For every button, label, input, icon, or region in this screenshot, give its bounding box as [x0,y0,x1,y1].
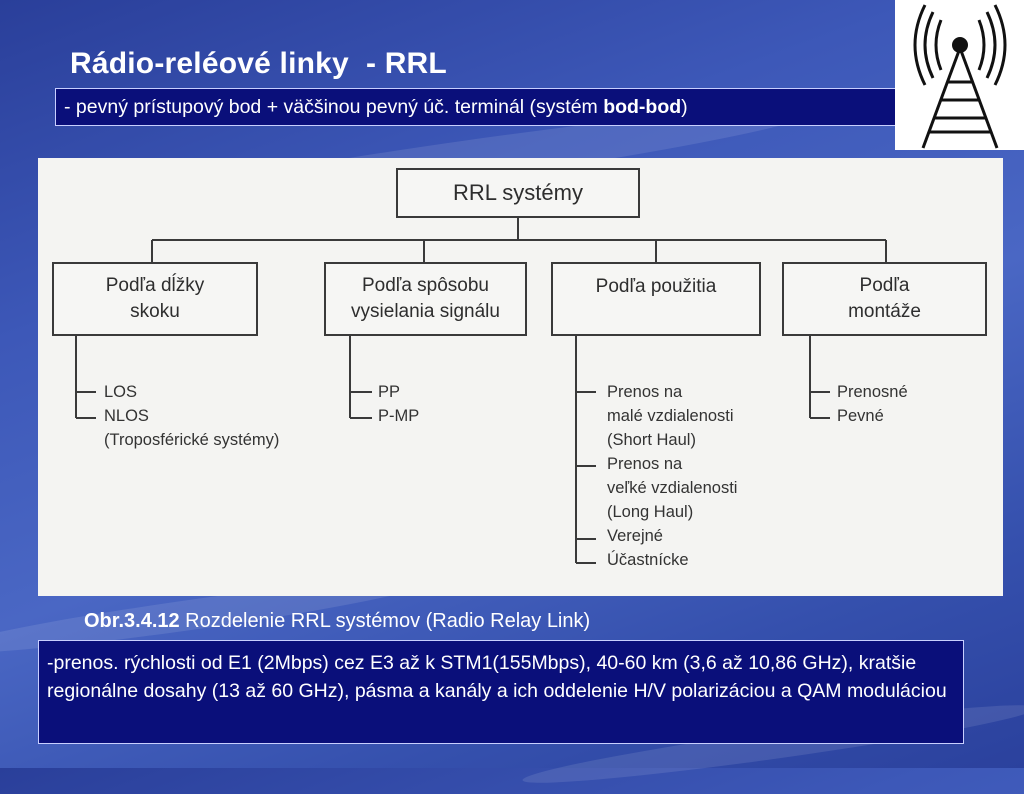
leaf-item: Prenos na [607,383,683,401]
caption-label: Obr.3.4.12 [84,610,180,632]
leaf-item: (Short Haul) [607,431,696,449]
leaf-item: Účastnícke [607,551,689,569]
leaf-item: (Troposférické systémy) [104,431,280,449]
diagram-root-node: RRL systémy [396,168,640,218]
category-label: vysielania signálu [351,301,500,322]
category-node-vysielanie: Podľa spôsobu vysielania signálu [324,262,527,336]
leaf-item: (Long Haul) [607,503,694,521]
radio-tower-icon [913,4,1007,149]
diagram-connectors [75,218,887,564]
subtitle-box: - pevný prístupový bod + väčšinou pevný … [55,88,923,126]
category-node-skok: Podľa dĺžky skoku [52,262,258,336]
root-label: RRL systémy [453,180,583,205]
category-label: Podľa spôsobu [361,275,489,296]
info-text: -prenos. rýchlosti od E1 (2Mbps) cez E3 … [47,652,947,702]
leaf-list: Prenos na malé vzdialenosti (Short Haul)… [607,380,737,572]
figure-caption: Obr.3.4.12 Rozdelenie RRL systémov (Radi… [84,610,590,633]
category-label: Podľa [859,275,910,296]
leaf-item: NLOS [104,407,149,425]
subtitle-text: - pevný prístupový bod + väčšinou pevný … [64,96,604,118]
diagram-panel: RRL systémy Podľa dĺžky skoku Podľa spôs… [38,158,1003,596]
leaf-item: LOS [104,383,138,401]
leaf-list: PP P-MP [378,380,419,428]
subtitle-bold-text: bod-bod [603,96,682,118]
leaf-item: veľké vzdialenosti [607,479,738,497]
leaf-item: Prenos na [607,455,683,473]
category-label: montáže [848,301,921,322]
leaf-list: LOS NLOS (Troposférické systémy) [104,380,279,452]
logo-panel [895,0,1024,150]
caption-text: Rozdelenie RRL systémov (Radio Relay Lin… [179,610,591,632]
category-label: Podľa dĺžky [105,275,205,296]
slide-title: Rádio-reléové linky - RRL [70,47,447,80]
category-node-pouzitie: Podľa použitia [551,262,761,336]
leaf-item: Prenosné [837,383,908,401]
category-label: Podľa použitia [595,276,717,297]
info-box: -prenos. rýchlosti od E1 (2Mbps) cez E3 … [38,640,964,744]
leaf-item: P-MP [378,407,420,425]
leaf-item: Verejné [607,527,663,545]
leaf-item: PP [378,383,401,401]
leaf-item: malé vzdialenosti [607,407,734,425]
category-node-montaz: Podľa montáže [782,262,987,336]
category-label: skoku [130,301,180,322]
leaf-list: Prenosné Pevné [837,380,908,428]
leaf-item: Pevné [837,407,884,425]
subtitle-suffix: ) [681,96,688,118]
